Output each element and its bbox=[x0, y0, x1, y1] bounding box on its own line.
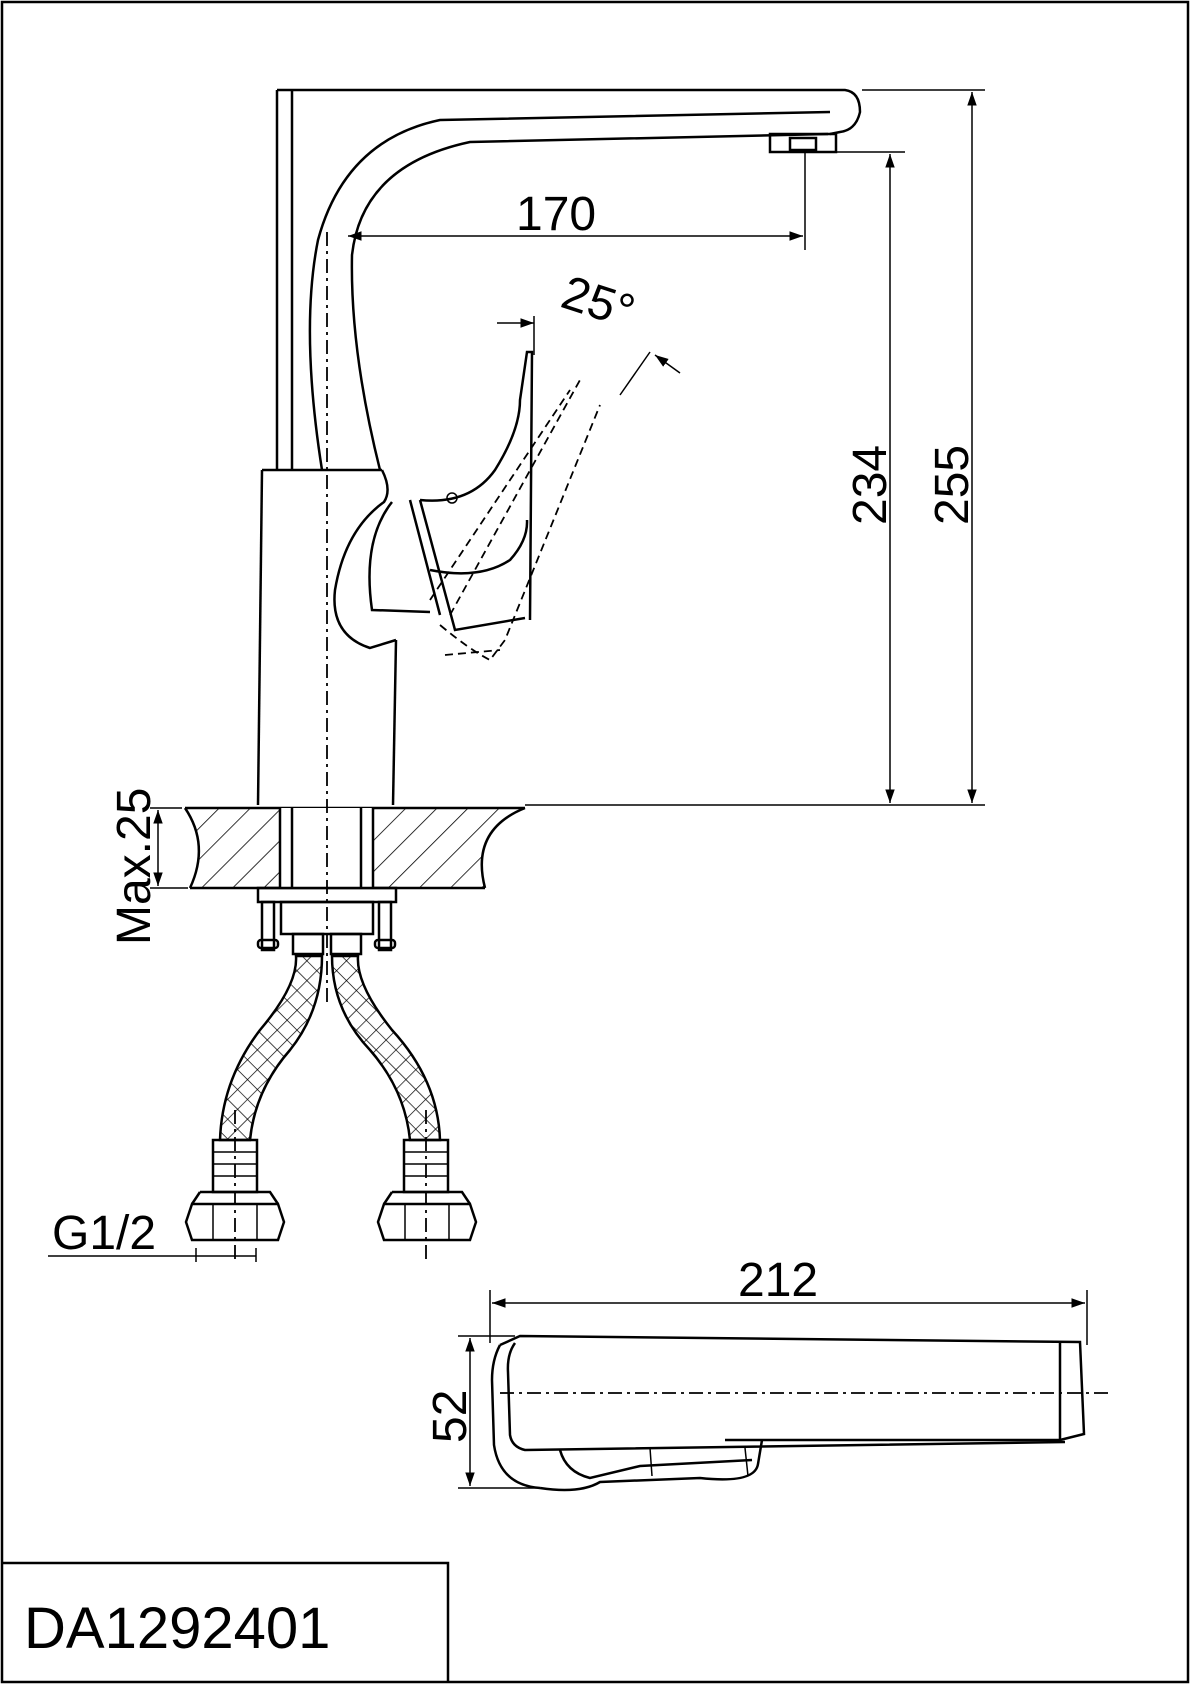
counter-thickness-label: Max.25 bbox=[108, 788, 161, 945]
dimension-lines bbox=[48, 89, 985, 1262]
faucet-top-view bbox=[458, 1290, 1110, 1492]
thread-label: G1/2 bbox=[52, 1207, 156, 1260]
top-length-label: 212 bbox=[738, 1254, 818, 1307]
product-code: DA1292401 bbox=[24, 1596, 330, 1661]
top-width-label: 52 bbox=[424, 1390, 477, 1443]
angle-label: 25° bbox=[555, 266, 640, 339]
reach-label: 170 bbox=[516, 188, 596, 241]
title-block: DA1292401 bbox=[2, 1561, 450, 1682]
spout-height-label: 234 bbox=[844, 445, 897, 525]
faucet-side-view bbox=[183, 88, 862, 1260]
total-height-label: 255 bbox=[926, 445, 979, 525]
